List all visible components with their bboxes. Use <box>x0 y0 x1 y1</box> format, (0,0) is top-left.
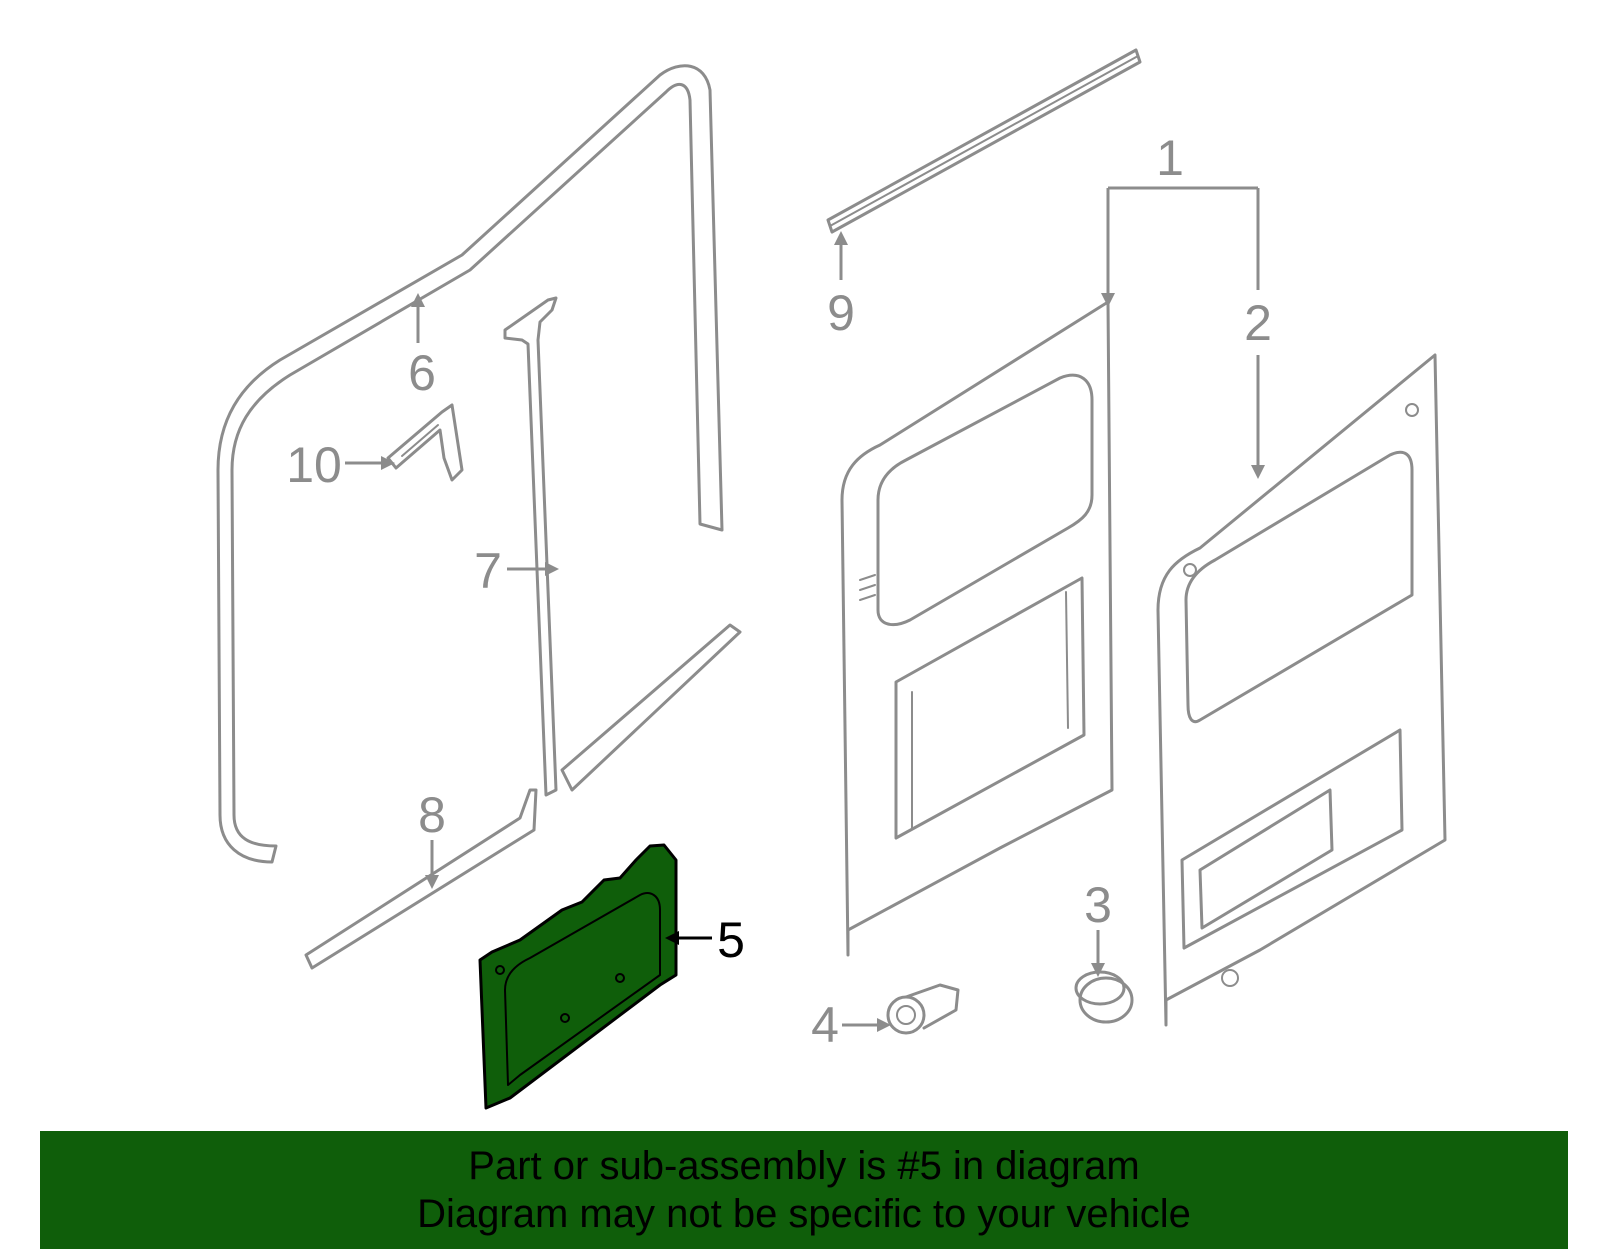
callout-1: 1 <box>1156 130 1184 186</box>
part-10-bracket[interactable] <box>386 403 464 482</box>
callout-2: 2 <box>1244 295 1272 351</box>
callout-10: 10 <box>286 437 342 493</box>
part-3-plug[interactable] <box>1074 970 1134 1024</box>
callout-3: 3 <box>1084 877 1112 933</box>
leader-arrows <box>345 186 1265 1032</box>
part-8-lower-seal[interactable] <box>304 788 538 970</box>
part-2-door-inner[interactable] <box>1156 353 1447 1027</box>
callout-4: 4 <box>811 997 839 1053</box>
callout-6: 6 <box>408 345 436 401</box>
part-4-clip[interactable] <box>886 983 960 1035</box>
callout-5: 5 <box>717 912 745 968</box>
part-9-top-strip[interactable] <box>826 48 1142 234</box>
part-5-module-highlighted[interactable] <box>478 843 678 1110</box>
callout-8: 8 <box>418 787 446 843</box>
part-1-door-outer[interactable] <box>840 300 1114 957</box>
banner-line-1: Part or sub-assembly is #5 in diagram <box>468 1144 1140 1188</box>
banner-line-2: Diagram may not be specific to your vehi… <box>417 1192 1191 1236</box>
part-7-channel[interactable] <box>503 296 742 797</box>
callout-9: 9 <box>827 285 855 341</box>
part-6-weatherstrip[interactable] <box>216 64 724 864</box>
callout-7: 7 <box>474 543 502 599</box>
info-banner: Part or sub-assembly is #5 in diagram Di… <box>40 1131 1568 1249</box>
